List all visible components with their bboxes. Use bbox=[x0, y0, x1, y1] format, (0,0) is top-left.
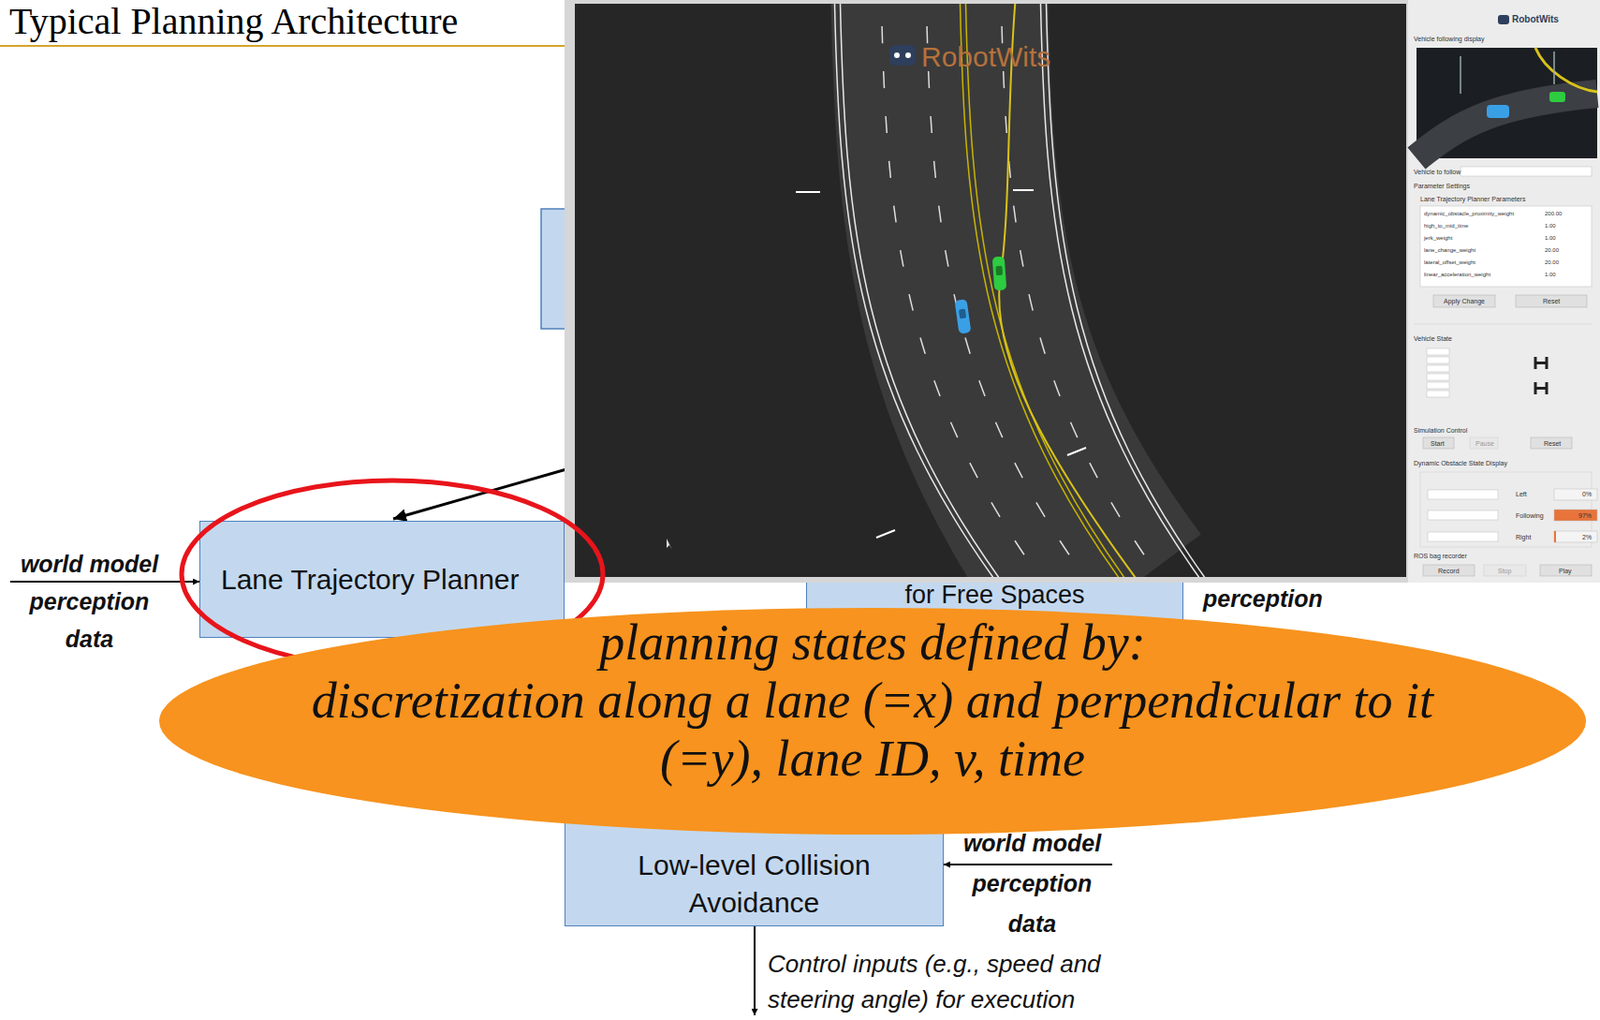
panel-text: Reset bbox=[1543, 439, 1561, 448]
input-arrow bbox=[10, 580, 200, 583]
panel-text: Parameter Settings bbox=[1413, 181, 1470, 191]
panel-text: Following bbox=[1515, 511, 1544, 520]
panel-text: 2% bbox=[1582, 532, 1592, 542]
signal-label: perception bbox=[1203, 584, 1323, 613]
panel-text: dynamic_obstacle_proximity_weight bbox=[1423, 209, 1514, 219]
panel-text: Vehicle State bbox=[1413, 334, 1453, 343]
signal-label: world model perception data bbox=[950, 822, 1115, 944]
panel-text: Apply Change bbox=[1443, 296, 1485, 306]
panel-text: Vehicle to follow bbox=[1413, 167, 1461, 177]
panel-text: 20.00 bbox=[1544, 258, 1559, 267]
callout-shape bbox=[159, 607, 1586, 835]
panel-text: 1.00 bbox=[1544, 270, 1556, 279]
slide-title: Typical Planning Architecture bbox=[9, 0, 458, 44]
box-label: Low-level Collision Avoidance bbox=[584, 846, 925, 922]
panel-text: 1.00 bbox=[1544, 221, 1556, 231]
output-arrow bbox=[753, 925, 756, 1015]
simulator-screenshot bbox=[564, 0, 1600, 600]
panel-text: linear_acceleration_weight bbox=[1423, 270, 1491, 279]
panel-text: high_to_mid_time bbox=[1423, 221, 1468, 231]
watermark: RobotWits bbox=[921, 41, 1051, 74]
title-rule bbox=[0, 44, 565, 47]
panel-text: Vehicle following display bbox=[1413, 34, 1485, 44]
panel-text: Reset bbox=[1542, 296, 1560, 306]
callout-text: planning states defined by: bbox=[599, 613, 1145, 672]
process-box: Lane Trajectory Planner bbox=[199, 520, 565, 638]
panel-text: Play bbox=[1558, 566, 1572, 575]
panel-text: 20.00 bbox=[1544, 246, 1559, 255]
panel-text: Record bbox=[1438, 566, 1460, 575]
panel-text: Lane Trajectory Planner Parameters bbox=[1420, 194, 1526, 204]
input-arrow bbox=[943, 863, 1113, 866]
panel-text: lateral_offset_weight bbox=[1423, 258, 1476, 267]
panel-text: Start bbox=[1430, 439, 1445, 448]
panel-text: 200.00 bbox=[1544, 209, 1562, 219]
panel-text: 1.00 bbox=[1544, 234, 1556, 243]
panel-text: ROS bag recorder bbox=[1413, 551, 1468, 560]
panel-text: Left bbox=[1515, 489, 1527, 499]
callout-ellipse: planning states defined by:discretizatio… bbox=[158, 606, 1587, 836]
output-note: Control inputs (e.g., speed and steering… bbox=[767, 945, 1180, 1017]
panel-text: Right bbox=[1515, 532, 1531, 542]
panel-text: Simulation Control bbox=[1413, 425, 1468, 435]
callout-text: discretization along a lane (=x) and per… bbox=[254, 671, 1491, 788]
box-label: for Free Spaces bbox=[904, 582, 1085, 607]
panel-text: 0% bbox=[1582, 489, 1592, 499]
panel-text: Pause bbox=[1475, 439, 1495, 448]
panel-text: 97% bbox=[1578, 511, 1592, 520]
box-label: Lane Trajectory Planner bbox=[220, 562, 520, 597]
panel-logo: RobotWits bbox=[1511, 14, 1559, 26]
panel-text: Dynamic Obstacle State Display bbox=[1413, 458, 1508, 468]
panel-text: Stop bbox=[1497, 566, 1512, 575]
panel-text: jerk_weight bbox=[1423, 234, 1453, 243]
signal-label: world model perception data bbox=[7, 544, 172, 658]
panel-text: lane_change_weight bbox=[1423, 246, 1476, 255]
